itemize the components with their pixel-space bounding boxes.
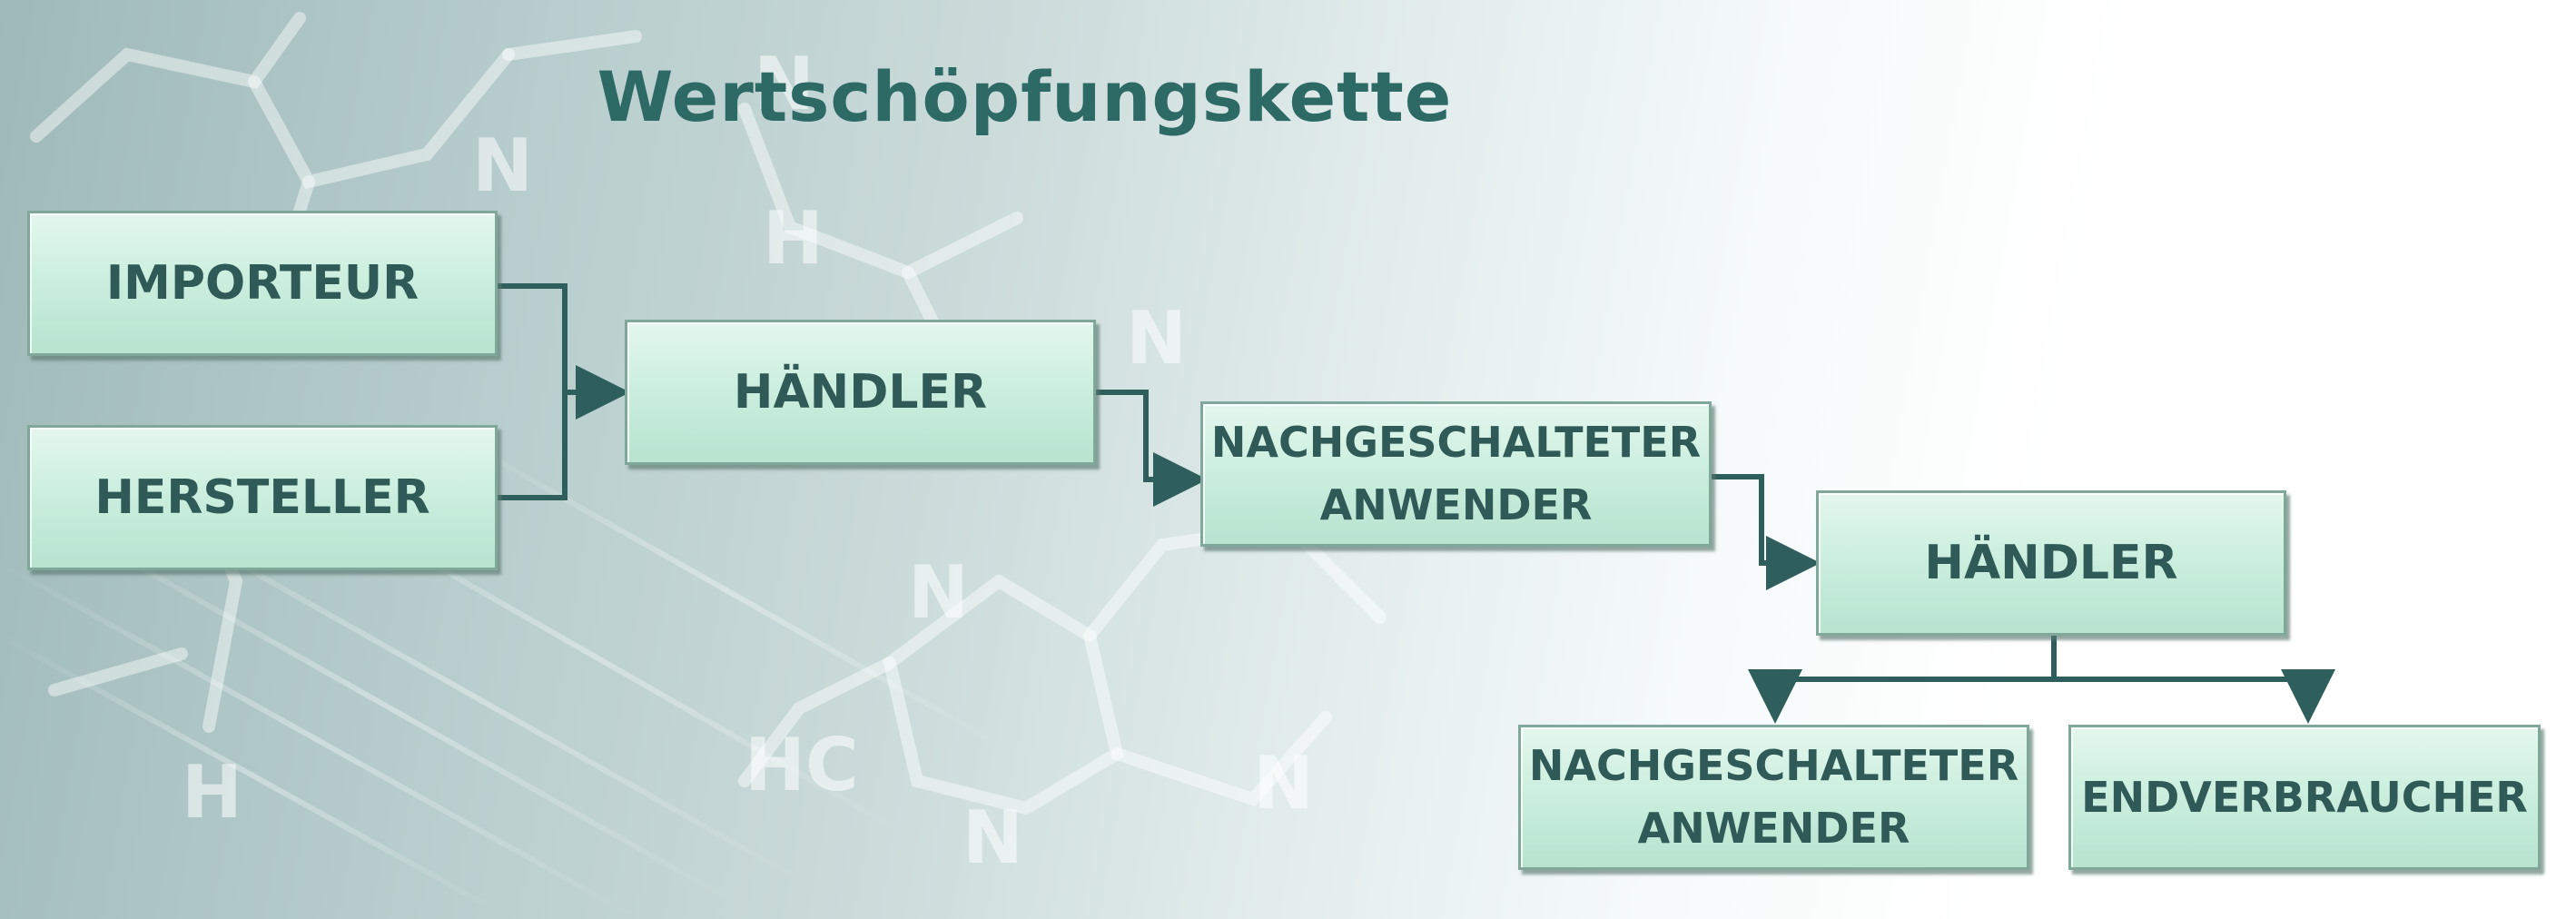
svg-text:N: N: [962, 795, 1023, 880]
arrow-to-nachgeschalteter-anwender-1: [1096, 390, 1208, 507]
node-haendler-1: HÄNDLER: [625, 320, 1096, 465]
node-haendler-2: HÄNDLER: [1816, 490, 2286, 636]
svg-text:N: N: [1126, 296, 1187, 380]
connector-hersteller-haendler: [498, 392, 568, 500]
node-nachgeschalteter-anwender-2: NACHGESCHALTETER ANWENDER: [1518, 725, 2029, 870]
svg-text:HC: HC: [745, 723, 859, 807]
page-title: Wertschöpfungskette: [597, 56, 1453, 137]
svg-text:H: H: [763, 196, 824, 281]
node-label: IMPORTEUR: [105, 256, 419, 311]
svg-text:N: N: [1253, 741, 1314, 825]
node-label: NACHGESCHALTETER ANWENDER: [1210, 418, 1702, 529]
node-label: HÄNDLER: [1924, 536, 2178, 590]
node-label: HÄNDLER: [733, 365, 988, 420]
node-endverbraucher: ENDVERBRAUCHER: [2068, 725, 2541, 870]
node-nachgeschalteter-anwender-1: NACHGESCHALTETER ANWENDER: [1200, 401, 1712, 547]
arrow-to-haendler-2: [1712, 474, 1821, 590]
svg-text:H: H: [182, 750, 242, 835]
node-label: HERSTELLER: [94, 470, 430, 525]
node-label: NACHGESCHALTETER ANWENDER: [1528, 741, 2019, 853]
node-label: ENDVERBRAUCHER: [2081, 772, 2528, 822]
svg-text:N: N: [908, 550, 969, 635]
connector-importeur-haendler: [498, 283, 568, 392]
node-importeur: IMPORTEUR: [27, 211, 498, 356]
node-hersteller: HERSTELLER: [27, 425, 498, 570]
